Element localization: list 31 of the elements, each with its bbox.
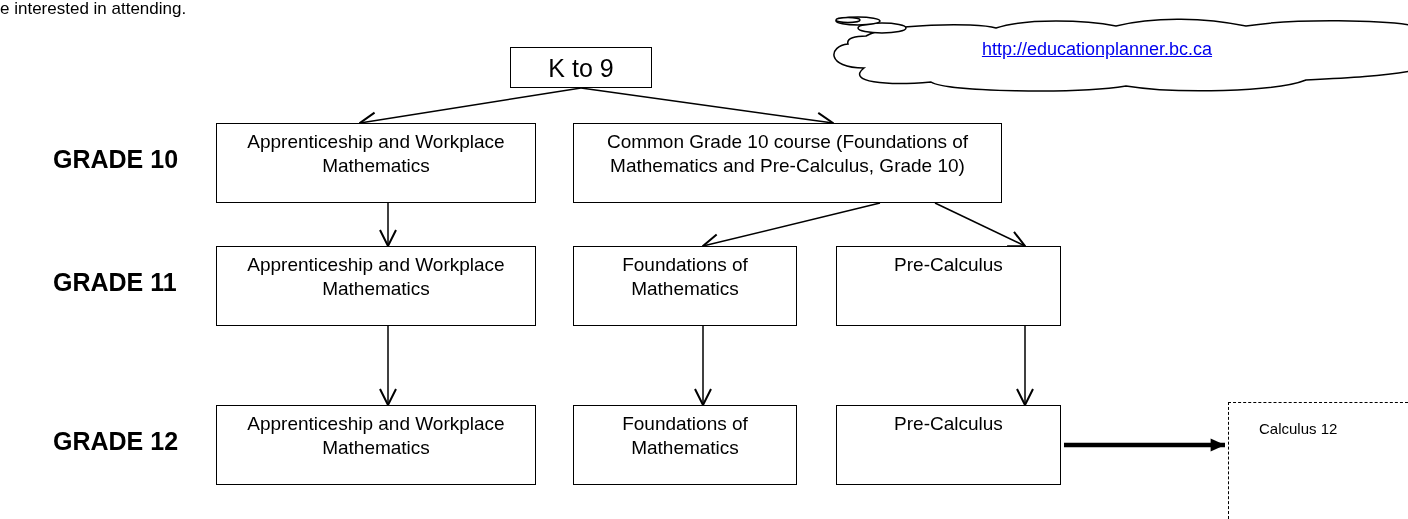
course-name: Foundations of Mathematics (621, 412, 749, 460)
course-name: Calculus 12 (1259, 419, 1338, 439)
arrow (379, 202, 397, 247)
course-name: Common Grade 10 course (Foundations of Mathematics and Pre-Calculus, Grade 10) (605, 130, 970, 178)
grade-heading: GRADE 11 (53, 268, 177, 297)
course-box (216, 246, 536, 326)
arrow (934, 202, 1026, 248)
course-box (836, 246, 1061, 326)
course-name: Apprenticeship and Workplace Mathematics (246, 412, 506, 460)
arrow (1016, 325, 1034, 406)
arrow (379, 325, 397, 406)
course-name: Apprenticeship and Workplace Mathematics (246, 130, 506, 178)
optional-course-box (1228, 402, 1408, 519)
course-name: Pre-Calculus (894, 412, 1003, 436)
arrow (1064, 438, 1225, 452)
course-name: Foundations of Mathematics (621, 253, 749, 301)
course-box (836, 405, 1061, 485)
course-box (216, 123, 536, 203)
grade-heading: GRADE 10 (53, 145, 179, 174)
course-box (573, 123, 1002, 203)
stage-name: K to 9 (548, 54, 614, 81)
start-box (510, 47, 652, 88)
grade-heading: GRADE 12 (53, 427, 179, 456)
course-name: Pre-Calculus (894, 253, 1003, 277)
course-box (573, 405, 797, 485)
intro-text: e interested in attending. (0, 0, 187, 19)
course-box (573, 246, 797, 326)
arrow (694, 325, 712, 406)
web-link: http://educationplanner.bc.ca (981, 38, 1213, 60)
course-box (216, 405, 536, 485)
course-name: Apprenticeship and Workplace Mathematics (246, 253, 506, 301)
